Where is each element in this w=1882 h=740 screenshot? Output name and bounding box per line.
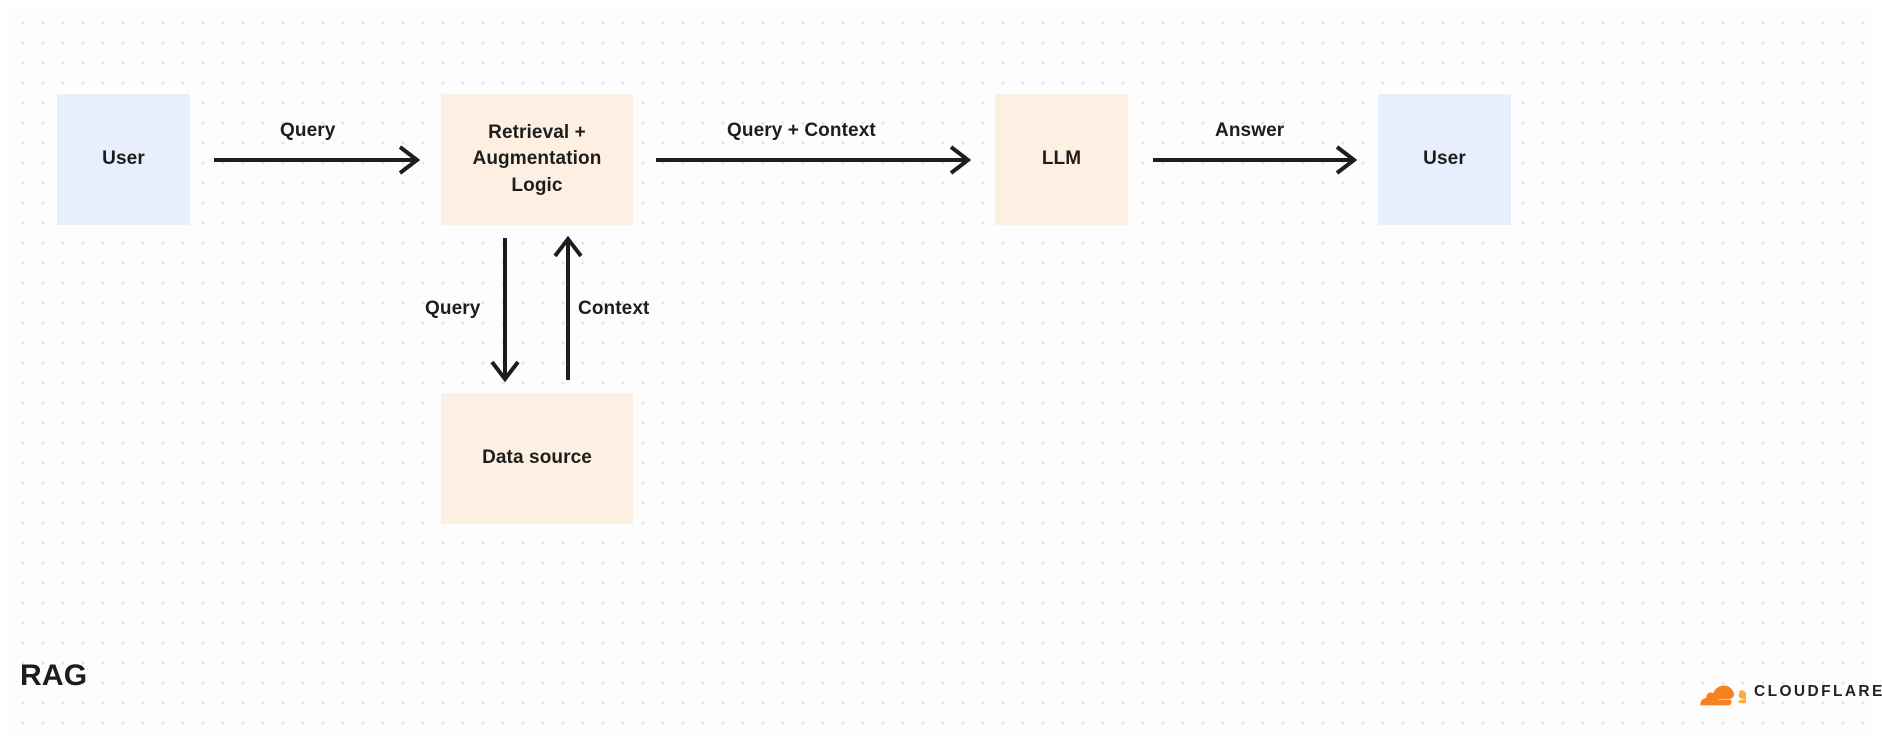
arrow-datasource-to-retrieval	[553, 235, 583, 380]
edge-label-query-plus-context: Query + Context	[727, 120, 876, 141]
arrow-retrieval-to-datasource	[490, 238, 520, 383]
node-retrieval-line-2: Augmentation	[472, 148, 602, 170]
arrow-retrieval-to-llm	[656, 145, 972, 175]
node-data-source[interactable]: Data source	[441, 393, 633, 524]
node-llm-label: LLM	[1041, 148, 1082, 170]
node-llm[interactable]: LLM	[995, 94, 1128, 225]
edge-label-answer: Answer	[1215, 120, 1285, 141]
dotted-grid-background	[8, 8, 1874, 732]
edge-label-query-down: Query	[425, 298, 481, 319]
node-user-left[interactable]: User	[57, 94, 190, 225]
arrow-user-to-retrieval	[214, 145, 421, 175]
node-user-right[interactable]: User	[1378, 94, 1511, 225]
node-retrieval-augmentation-logic[interactable]: Retrieval + Augmentation Logic	[441, 94, 633, 225]
edge-label-query-1: Query	[280, 120, 336, 141]
cloudflare-cloud-icon	[1700, 685, 1746, 706]
node-user-left-label: User	[102, 148, 145, 170]
arrow-llm-to-user	[1153, 145, 1358, 175]
node-user-right-label: User	[1423, 148, 1466, 170]
cloudflare-logo: CLOUDFLARE	[1692, 678, 1882, 706]
diagram-title: RAG	[20, 659, 88, 692]
cloudflare-wordmark: CLOUDFLARE	[1754, 683, 1882, 700]
edge-label-context-up: Context	[578, 298, 650, 319]
node-retrieval-line-3: Logic	[511, 174, 563, 196]
node-data-source-label: Data source	[482, 447, 592, 469]
node-retrieval-line-1: Retrieval +	[488, 122, 586, 144]
